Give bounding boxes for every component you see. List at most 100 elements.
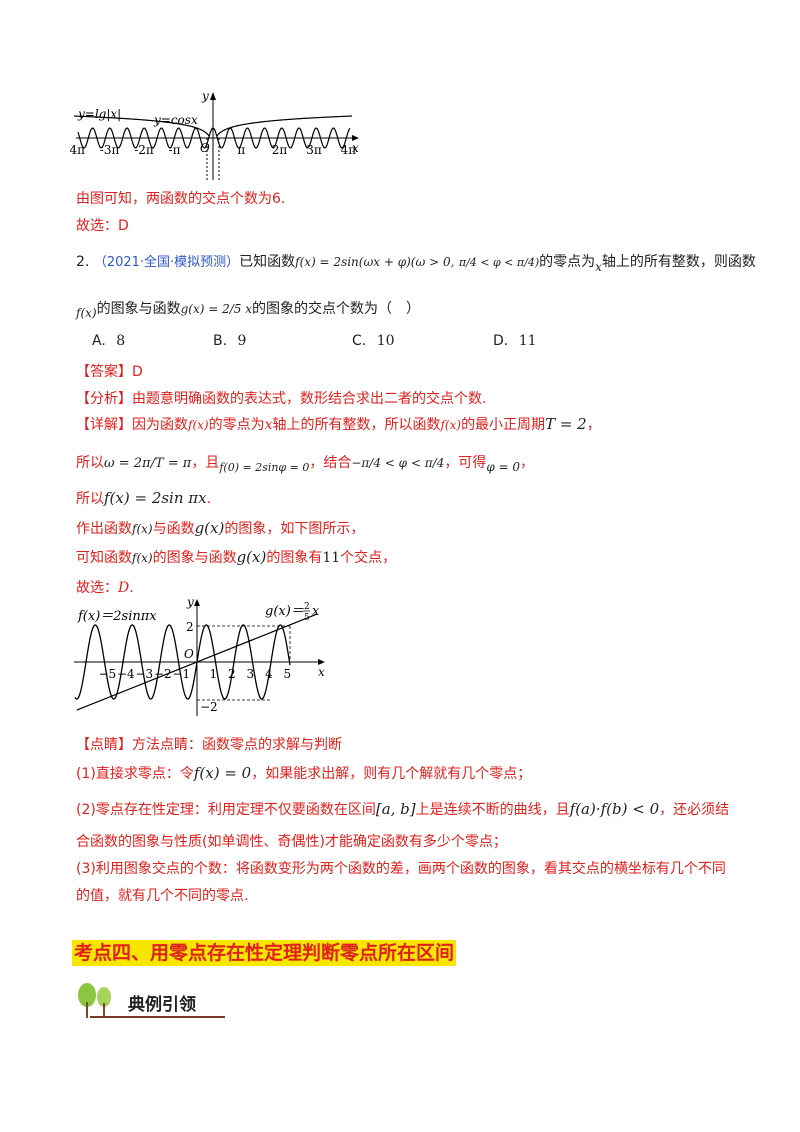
text: 所以 bbox=[76, 455, 104, 471]
x-tick-label: 3π bbox=[306, 143, 322, 157]
x-tick-label: 4 bbox=[265, 667, 273, 681]
tips-p1: (1)直接求零点：令f(x) = 0，如果能求出解，则有几个解就有几个零点； bbox=[76, 763, 531, 783]
tips-p2: (2)零点存在性定理：利用定理不仅要函数在区间[a, b]上是连续不断的曲线，且… bbox=[76, 799, 729, 819]
x-tick-label: -π bbox=[169, 143, 181, 157]
text: 上是连续不断的曲线，且 bbox=[415, 802, 570, 818]
math-fx: f(x) bbox=[132, 522, 153, 536]
math-omega: ω = 2π/T = π bbox=[104, 456, 192, 471]
q2-stem-a: 已知函数 bbox=[239, 254, 296, 270]
option-value: 8 bbox=[116, 333, 126, 349]
text: ，还必须结 bbox=[659, 802, 730, 818]
x-tick-label: 1 bbox=[210, 667, 218, 681]
q2-phi-range: π/4 < φ < π/4) bbox=[458, 256, 540, 269]
x-tick-label: −3 bbox=[136, 667, 154, 681]
x-tick-label: 2 bbox=[228, 667, 236, 681]
text: 轴上的所有整数，所以函数 bbox=[272, 417, 441, 433]
math-fx: f(x) bbox=[132, 551, 153, 565]
tips-tag: 【点睛】 bbox=[76, 737, 132, 753]
badge-underline bbox=[90, 1016, 225, 1018]
figure-lg-cos-graph: y=lg|x| y=cosx y x O -4π -3π -2π -π π 2π 3π 4π bbox=[70, 89, 359, 180]
lg-label: y=lg|x| bbox=[77, 107, 121, 121]
text: 的图象有 bbox=[266, 550, 323, 566]
text: 的图象与函数 bbox=[152, 550, 237, 566]
text: 所以 bbox=[76, 491, 104, 507]
answer-line: 【答案】D bbox=[76, 361, 143, 381]
cos-curve bbox=[77, 127, 351, 149]
math-gx: g(x) bbox=[194, 519, 225, 537]
tips-p2-line2: 合函数的图象与性质(如单调性、奇偶性)才能确定函数有多少个零点； bbox=[76, 834, 507, 850]
lg-curve-left bbox=[73, 115, 210, 137]
text: 个交点， bbox=[340, 550, 397, 566]
math-phi: φ = 0 bbox=[486, 460, 521, 474]
cos-label: y=cosx bbox=[153, 113, 198, 127]
q2-line2-b: 的图象的交点个数为（ ） bbox=[251, 301, 420, 317]
q2-x-var: x bbox=[595, 260, 602, 274]
option-b[interactable]: B. 9 bbox=[213, 333, 246, 349]
q2-line2-f: f(x) bbox=[76, 306, 97, 320]
y-axis-label: y bbox=[201, 89, 209, 103]
text: 因为函数 bbox=[132, 417, 188, 433]
text: 的图象，如下图所示， bbox=[224, 521, 365, 537]
text: . bbox=[129, 580, 134, 596]
option-a[interactable]: A. 8 bbox=[92, 333, 125, 349]
text: 故选： bbox=[76, 580, 118, 596]
detail-line1: 【详解】因为函数f(x)的零点为x轴上的所有整数，所以函数f(x)的最小正周期T… bbox=[76, 414, 601, 434]
option-letter: A. bbox=[92, 333, 106, 349]
option-c[interactable]: C. 10 bbox=[352, 333, 395, 349]
analysis-text: 由题意明确函数的表达式，数形结合求出二者的交点个数. bbox=[132, 391, 487, 407]
x-axis-label: x bbox=[352, 141, 359, 155]
math-x: x bbox=[264, 417, 273, 433]
tips-p3-line2: 的值，就有几个不同的零点. bbox=[76, 888, 249, 904]
q2-line2-a: 的图象与函数 bbox=[96, 301, 181, 317]
text: (1)直接求零点：令 bbox=[76, 766, 194, 782]
math-period: T = 2 bbox=[545, 415, 587, 433]
text: ， bbox=[520, 455, 535, 471]
option-letter: C. bbox=[352, 333, 367, 349]
answer-value: D bbox=[132, 364, 143, 380]
q2-source-link[interactable]: （2021·全国·模拟预测） bbox=[93, 255, 240, 270]
x-tick-label: 4π bbox=[341, 143, 357, 157]
q2-stem-c: 轴上的所有整数，则函数 bbox=[601, 254, 756, 270]
x-tick-label: 3 bbox=[247, 667, 255, 681]
answer-tag: 【答案】 bbox=[76, 364, 132, 380]
x-tick-label: 5 bbox=[284, 667, 292, 681]
origin-label: O bbox=[184, 647, 194, 661]
text: ，如果能求出解，则有几个解就有几个零点； bbox=[251, 766, 532, 782]
option-value: 11 bbox=[518, 333, 537, 349]
section-title-text: 考点四、用零点存在性定理判断零点所在区间 bbox=[72, 940, 457, 966]
y-axis-label: y bbox=[186, 598, 194, 609]
x-tick-label: -3π bbox=[100, 143, 120, 157]
q2-gx-def: g(x) = 2/5 x bbox=[180, 302, 252, 316]
sine-curve bbox=[74, 624, 291, 700]
lg-curve-right bbox=[216, 115, 353, 137]
math-condition: f(a)·f(b) < 0 bbox=[569, 800, 660, 818]
tips-p3-line1: (3)利用图象交点的个数：将函数变形为两个函数的差，画两个函数的图象，看其交点的… bbox=[76, 861, 726, 877]
tree-icon bbox=[74, 980, 111, 1020]
math-fx: f(x) bbox=[188, 418, 209, 432]
x-tick-label: −4 bbox=[117, 667, 135, 681]
option-d[interactable]: D. 11 bbox=[493, 333, 537, 349]
x-tick-label: -2π bbox=[134, 143, 154, 157]
choose-value: D bbox=[118, 580, 130, 596]
detail-tag: 【详解】 bbox=[76, 417, 132, 433]
q2-number: 2. bbox=[76, 254, 90, 270]
math-interval: [a, b] bbox=[375, 800, 416, 818]
math-gx: g(x) bbox=[236, 548, 267, 566]
option-letter: D. bbox=[493, 333, 509, 349]
text: . bbox=[206, 491, 212, 507]
origin-label: O bbox=[200, 141, 210, 155]
section-title: 考点四、用零点存在性定理判断零点所在区间 bbox=[72, 938, 457, 966]
math-fx-zero: f(x) = 0 bbox=[193, 764, 252, 782]
analysis-tag: 【分析】 bbox=[76, 391, 132, 407]
g-line bbox=[76, 613, 318, 711]
x-tick-label: π bbox=[237, 143, 245, 157]
x-tick-label: 2π bbox=[272, 143, 288, 157]
text: ， bbox=[586, 417, 601, 433]
text: ，且 bbox=[191, 455, 220, 471]
detail-line2: 所以ω = 2π/T = π，且f(0) = 2sinφ = 0，结合−π/4 … bbox=[76, 452, 535, 474]
detail-line4: 作出函数f(x)与函数g(x)的图象，如下图所示， bbox=[76, 518, 364, 538]
x-tick-label: -4π bbox=[70, 143, 85, 157]
q2-stem-line1: 2. （2021·全国·模拟预测）已知函数f(x) = 2sin(ωx + φ)… bbox=[76, 251, 756, 274]
y-tick-neg2: −2 bbox=[200, 700, 218, 714]
